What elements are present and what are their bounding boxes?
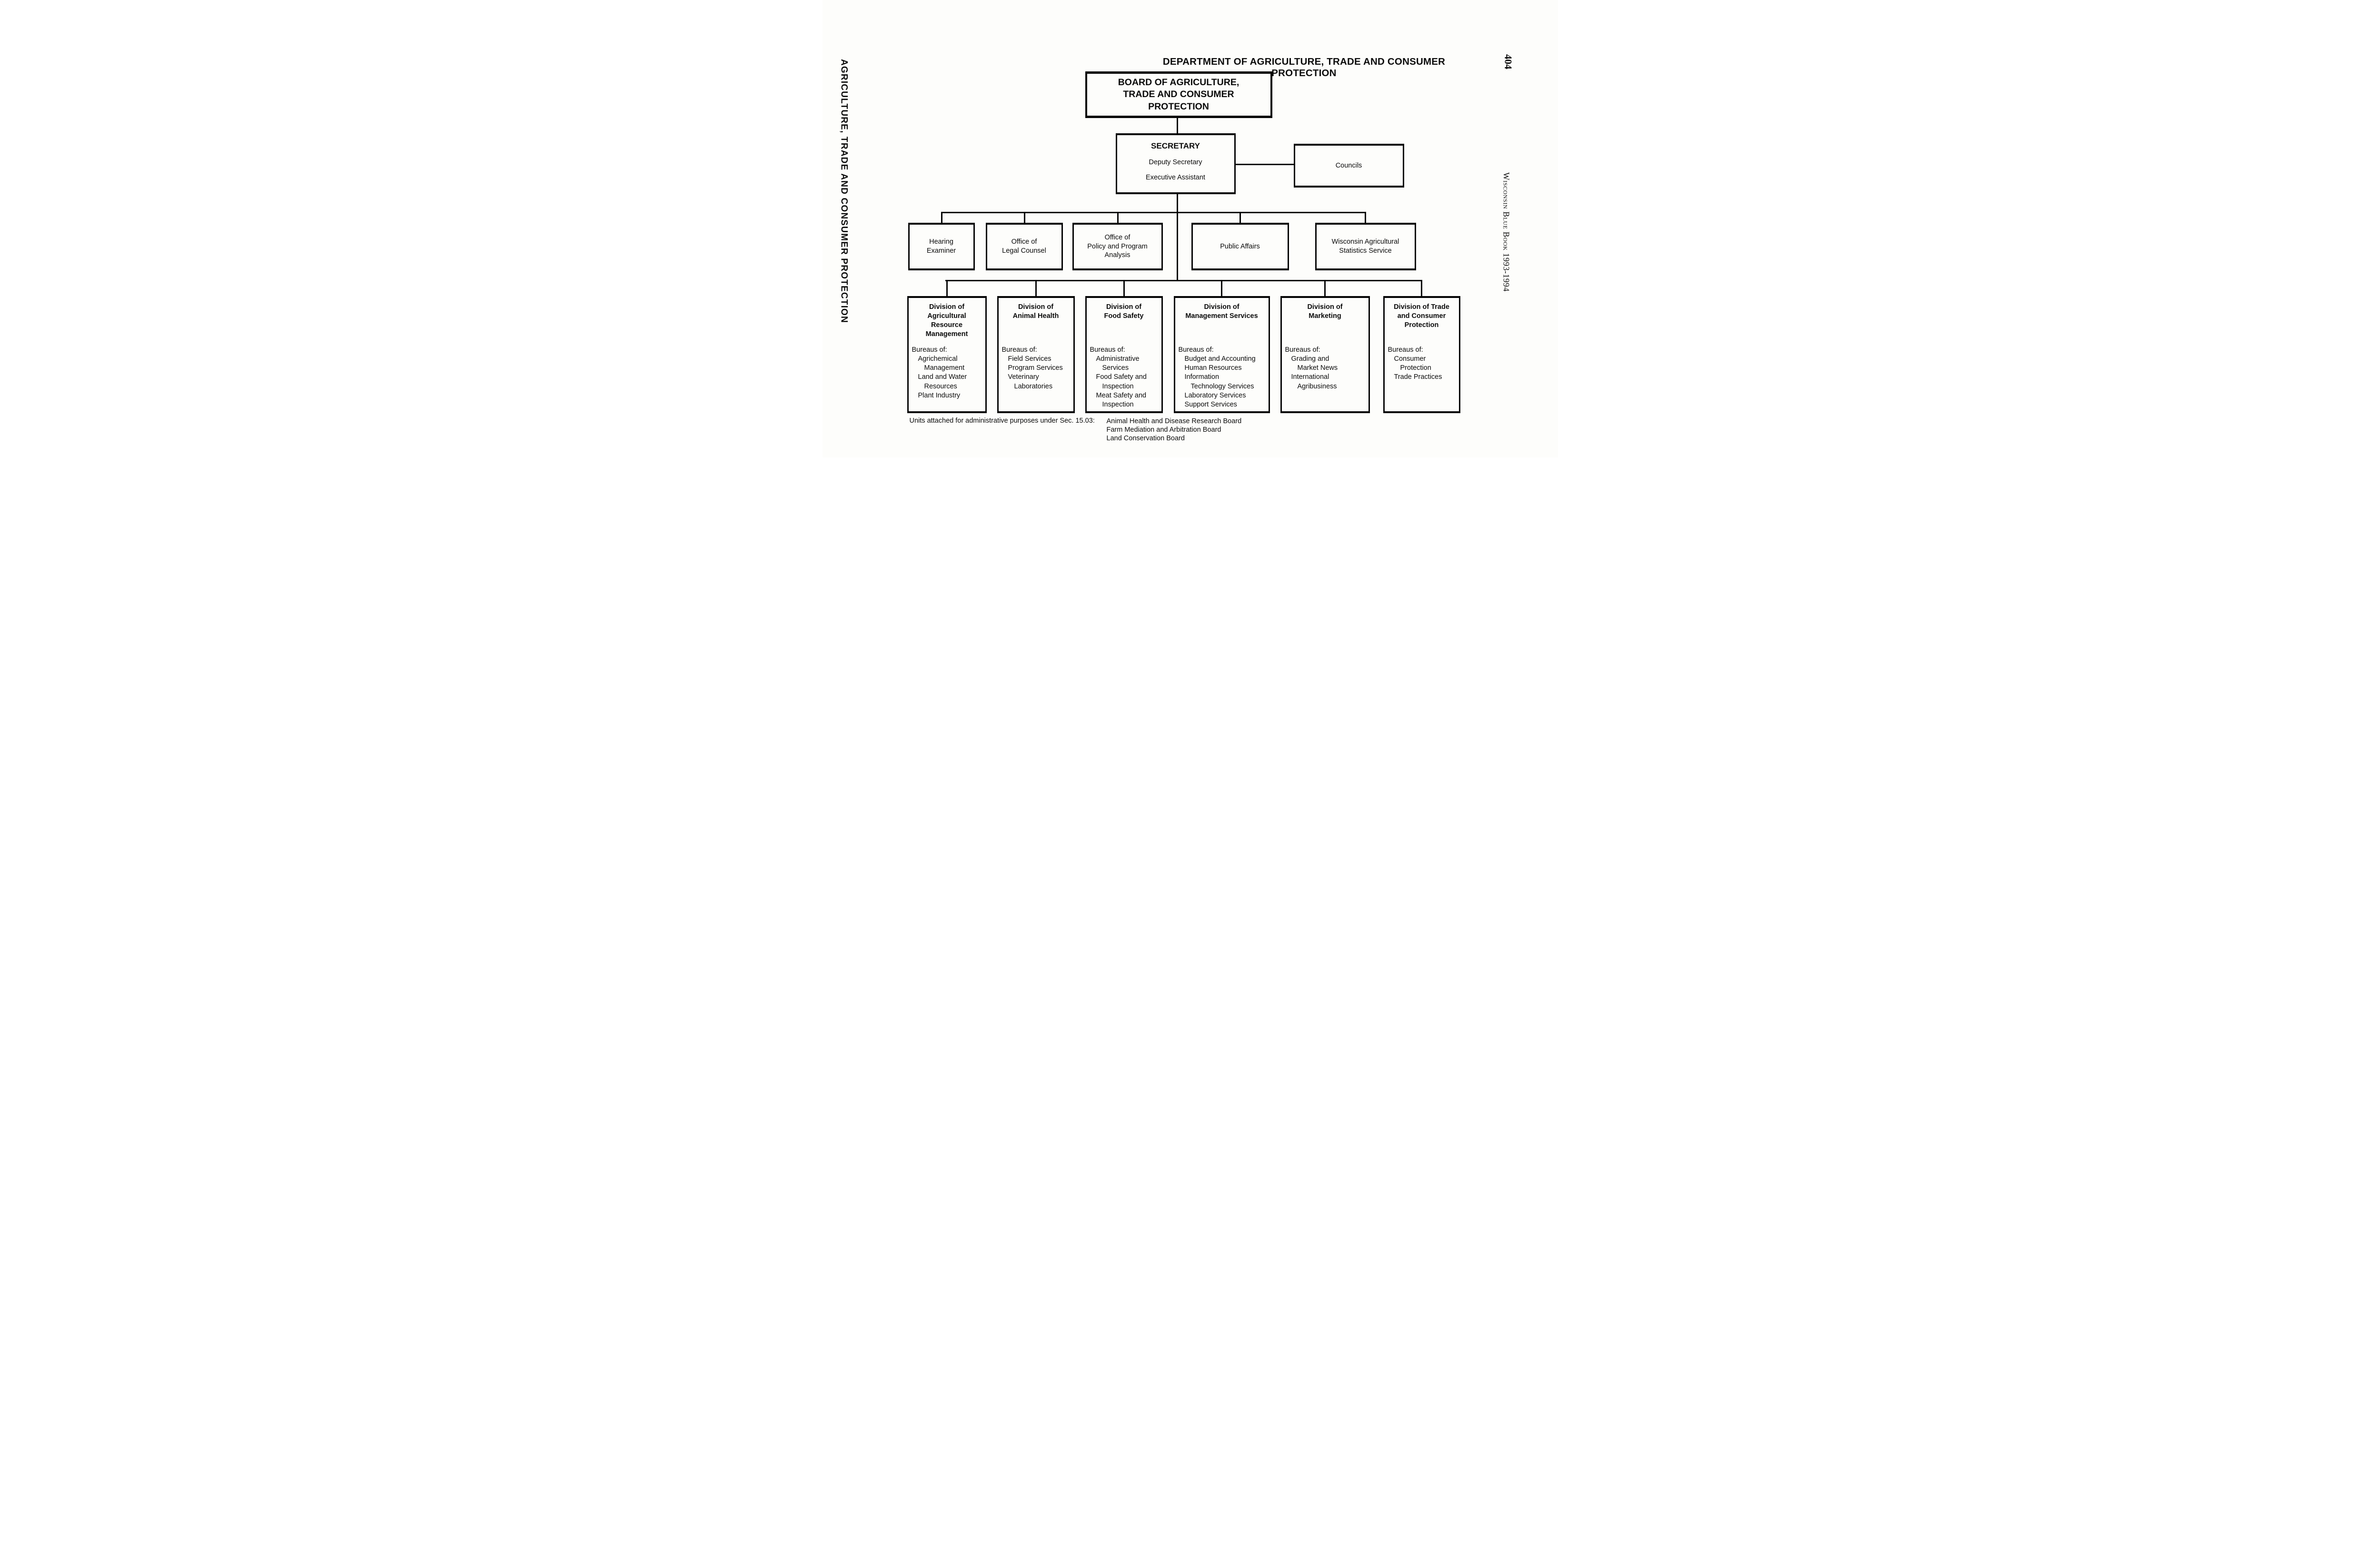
connector-drop-ag-statistics — [1364, 213, 1366, 223]
executive-assistant-label: Executive Assistant — [1146, 174, 1205, 181]
unit-line: Animal Health and Disease Research Board — [1106, 417, 1242, 425]
bureau-item: Veterinary Laboratories — [1008, 373, 1053, 390]
left-margin-title: AGRICULTURE, TRADE AND CONSUMER PROTECTI… — [839, 59, 849, 323]
connector-drop-division-1 — [946, 281, 948, 296]
connector-secretary-councils — [1235, 164, 1294, 165]
office-box-policy-program-analysis: Office of Policy and Program Analysis — [1072, 223, 1163, 270]
office-label: Hearing Examiner — [926, 238, 956, 255]
bureau-item: Land and Water Resources — [918, 373, 967, 390]
division-title: Division of Trade and Consumer Protectio… — [1394, 303, 1449, 329]
office-label: Wisconsin Agricultural Statistics Servic… — [1331, 238, 1399, 255]
bureau-item: Field Services — [1008, 355, 1051, 363]
office-box-hearing-examiner: Hearing Examiner — [908, 223, 975, 270]
division-title: Division of Animal Health — [1012, 303, 1059, 320]
bureaus-label: Bureaus of: — [1285, 346, 1320, 354]
division-title: Division of Agricultural Resource Manage… — [925, 303, 968, 338]
office-box-public-affairs: Public Affairs — [1191, 223, 1289, 270]
connector-secretary-trunk — [1176, 194, 1178, 281]
division-box-trade-consumer-protection: Division of Trade and Consumer Protectio… — [1383, 296, 1460, 413]
footer-note: Units attached for administrative purpos… — [909, 417, 1095, 425]
office-label: Public Affairs — [1220, 242, 1260, 250]
bureau-item: Consumer Protection — [1394, 355, 1431, 372]
bureau-item: Trade Practices — [1394, 373, 1442, 381]
office-label: Office of Policy and Program Analysis — [1087, 233, 1148, 259]
bureau-item: Administrative Services — [1096, 355, 1140, 372]
bureaus-label: Bureaus of: — [912, 346, 947, 354]
connector-drop-division-5 — [1324, 281, 1326, 296]
division-box-food-safety: Division of Food Safety Bureaus of: Admi… — [1085, 296, 1163, 413]
division-box-agricultural-resource-management: Division of Agricultural Resource Manage… — [907, 296, 987, 413]
bureaus-label: Bureaus of: — [1178, 346, 1214, 354]
bureau-item: Budget and Accounting — [1184, 355, 1256, 363]
board-box: BOARD OF AGRICULTURE, TRADE AND CONSUMER… — [1085, 71, 1272, 118]
connector-board-secretary — [1176, 118, 1178, 133]
bureau-item: Grading and Market News — [1291, 355, 1338, 372]
board-label: BOARD OF AGRICULTURE, TRADE AND CONSUMER… — [1118, 77, 1240, 112]
connector-drop-division-4 — [1220, 281, 1222, 296]
office-box-wisconsin-ag-statistics: Wisconsin Agricultural Statistics Servic… — [1315, 223, 1416, 270]
office-label: Office of Legal Counsel — [1002, 238, 1046, 255]
connector-drop-division-3 — [1123, 281, 1125, 296]
page-number: 404 — [1502, 54, 1514, 69]
division-box-marketing: Division of Marketing Bureaus of: Gradin… — [1280, 296, 1370, 413]
councils-box: Councils — [1293, 144, 1404, 188]
bureau-item: Plant Industry — [918, 391, 961, 399]
bureaus-label: Bureaus of: — [1002, 346, 1037, 354]
bureau-item: Food Safety and Inspection — [1096, 373, 1147, 390]
bureau-item: Agrichemical Management — [918, 355, 965, 372]
connector-divisions-rail — [945, 280, 1422, 281]
connector-offices-rail — [941, 212, 1366, 213]
secretary-title: SECRETARY — [1151, 141, 1200, 150]
office-box-legal-counsel: Office of Legal Counsel — [985, 223, 1063, 270]
connector-drop-hearing-examiner — [941, 213, 942, 223]
right-margin-title: Wisconsin Blue Book 1993-1994 — [1501, 172, 1511, 292]
connector-drop-public-affairs — [1239, 213, 1241, 223]
page-title: DEPARTMENT OF AGRICULTURE, TRADE AND CON… — [1162, 56, 1446, 79]
bureaus-label: Bureaus of: — [1090, 346, 1125, 354]
division-box-animal-health: Division of Animal Health Bureaus of: Fi… — [997, 296, 1075, 413]
division-box-management-services: Division of Management Services Bureaus … — [1173, 296, 1270, 413]
division-title: Division of Food Safety — [1104, 303, 1144, 320]
bureau-item: International Agribusiness — [1291, 373, 1337, 390]
secretary-box: SECRETARY Deputy Secretary Executive Ass… — [1115, 133, 1236, 194]
division-title: Division of Management Services — [1185, 303, 1258, 320]
bureau-item: Program Services — [1008, 364, 1063, 372]
bureau-item: Meat Safety and Inspection — [1096, 391, 1147, 408]
bureau-item: Support Services — [1184, 400, 1237, 408]
connector-drop-policy-program — [1117, 213, 1119, 223]
connector-drop-legal-counsel — [1023, 213, 1025, 223]
connector-drop-division-2 — [1035, 281, 1037, 296]
scanned-page: AGRICULTURE, TRADE AND CONSUMER PROTECTI… — [822, 0, 1558, 457]
unit-line: Land Conservation Board — [1106, 435, 1185, 443]
bureau-item: Laboratory Services — [1184, 391, 1246, 399]
connector-drop-division-6 — [1420, 281, 1422, 296]
division-title: Division of Marketing — [1307, 303, 1343, 320]
bureaus-label: Bureaus of: — [1388, 346, 1423, 354]
councils-label: Councils — [1335, 162, 1362, 169]
bureau-item: Information Technology Services — [1184, 373, 1254, 390]
footer-units-list: Animal Health and Disease Research Board… — [1107, 417, 1242, 443]
bureau-item: Human Resources — [1184, 364, 1242, 372]
deputy-secretary-label: Deputy Secretary — [1149, 159, 1202, 166]
unit-line: Farm Mediation and Arbitration Board — [1106, 426, 1221, 434]
